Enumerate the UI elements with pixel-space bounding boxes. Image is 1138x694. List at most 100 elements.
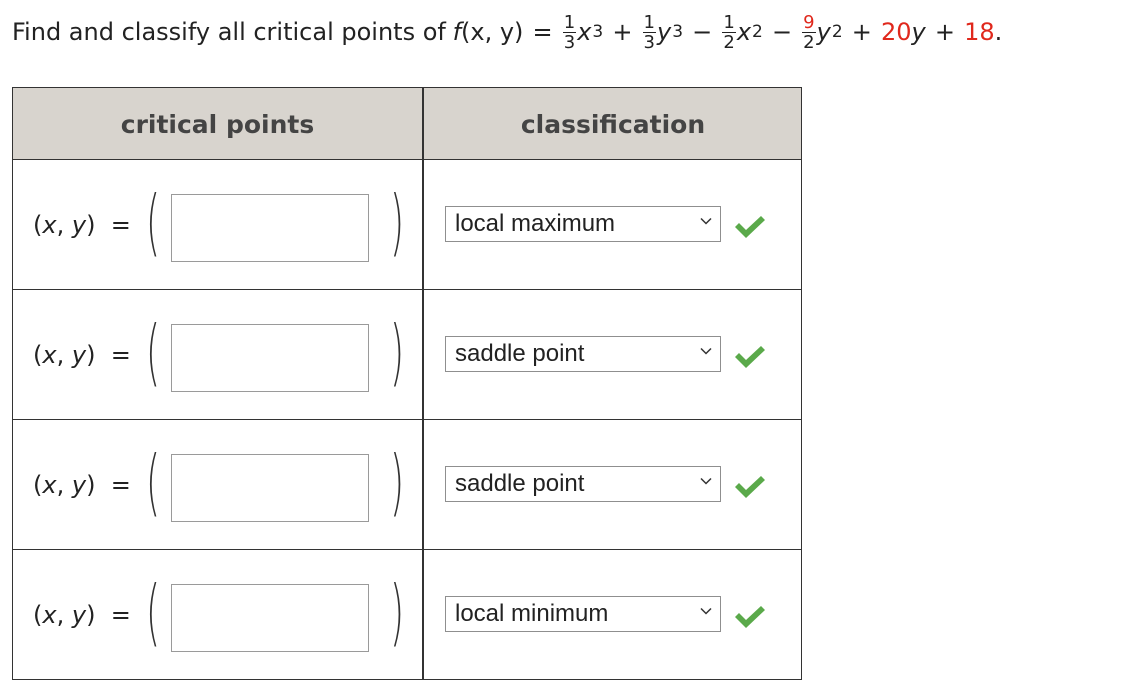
left-paren: ( [146, 180, 161, 264]
select-value: local maximum [455, 210, 616, 237]
critical-point-input[interactable] [171, 194, 369, 262]
label-close-paren: ) [86, 601, 96, 629]
header-classification: classification [520, 109, 706, 139]
term3-exponent: 2 [752, 22, 763, 42]
question-text: Find and classify all critical points of… [12, 0, 1002, 64]
equals-sign: = [532, 18, 553, 46]
term3-variable: x [736, 18, 752, 46]
chevron-down-icon [700, 607, 712, 615]
label-open-paren: ( [33, 211, 43, 239]
checkmark-icon [735, 606, 765, 628]
term1-variable: x [577, 18, 592, 46]
chevron-down-icon [700, 477, 712, 485]
label-y: y [71, 601, 87, 629]
label-equals: = [110, 471, 131, 499]
column-divider [422, 88, 424, 679]
classification-select[interactable]: saddle point [445, 466, 721, 502]
function-name: f [452, 18, 462, 46]
fraction-denominator: 3 [562, 31, 577, 53]
operator: + [612, 18, 633, 46]
point-label: (x, y) = [33, 590, 131, 640]
point-label: (x, y) = [33, 200, 131, 250]
fraction-numerator: 9 [803, 11, 815, 33]
label-equals: = [110, 601, 131, 629]
label-open-paren: ( [33, 471, 43, 499]
term4-variable: y [816, 18, 831, 46]
label-x: x [42, 601, 57, 629]
table-row: (x, y) = ( ) local minimum [13, 550, 801, 680]
term2-exponent: 3 [672, 22, 684, 42]
label-comma: , [56, 471, 65, 499]
chevron-down-icon [700, 217, 712, 225]
fraction-numerator: 1 [563, 11, 576, 33]
select-value: local minimum [455, 600, 609, 627]
operator: − [771, 18, 793, 46]
term5-variable: y [911, 18, 926, 46]
fraction-numerator: 1 [723, 11, 735, 33]
chevron-down-icon [700, 347, 712, 355]
table-header: critical points classification [13, 88, 801, 160]
critical-point-input[interactable] [171, 454, 369, 522]
fraction-numerator: 1 [643, 11, 655, 33]
label-comma: , [56, 341, 65, 369]
label-equals: = [110, 211, 131, 239]
table-row: (x, y) = ( ) saddle point [13, 290, 801, 420]
term2-variable: y [657, 18, 672, 46]
label-equals: = [110, 341, 131, 369]
critical-point-input[interactable] [171, 324, 369, 392]
label-y: y [71, 211, 87, 239]
table-row: (x, y) = ( ) saddle point [13, 420, 801, 550]
classification-select[interactable]: saddle point [445, 336, 721, 372]
table-row: (x, y) = ( ) local maximum [13, 160, 801, 290]
fraction-term1: 1 3 [562, 11, 577, 53]
label-x: x [42, 471, 57, 499]
operator: + [934, 18, 955, 46]
label-open-paren: ( [33, 601, 43, 629]
left-paren: ( [146, 310, 161, 394]
label-x: x [42, 211, 57, 239]
checkmark-icon [735, 346, 765, 368]
fraction-term2: 1 3 [642, 11, 656, 53]
label-y: y [71, 471, 87, 499]
point-label: (x, y) = [33, 330, 131, 380]
left-paren: ( [146, 440, 161, 524]
label-close-paren: ) [86, 341, 96, 369]
operator: + [851, 18, 872, 46]
operator: − [692, 18, 713, 46]
fraction-term4: 9 2 [802, 11, 816, 53]
label-comma: , [56, 211, 65, 239]
period: . [994, 18, 1003, 46]
function-args: (x, y) [461, 18, 524, 46]
checkmark-icon [735, 476, 765, 498]
select-value: saddle point [455, 340, 585, 367]
point-label: (x, y) = [33, 460, 131, 510]
critical-points-table: critical points classification (x, y) = … [12, 87, 802, 680]
checkmark-icon [735, 216, 765, 238]
label-y: y [71, 341, 87, 369]
left-paren: ( [146, 570, 161, 654]
fraction-denominator: 3 [642, 31, 656, 53]
question-prefix: Find and classify all critical points of [12, 18, 446, 46]
classification-select[interactable]: local maximum [445, 206, 721, 242]
label-x: x [42, 341, 57, 369]
label-close-paren: ) [86, 471, 96, 499]
fraction-denominator: 2 [802, 31, 816, 53]
classification-select[interactable]: local minimum [445, 596, 721, 632]
header-critical-points: critical points [120, 109, 315, 139]
right-paren: ) [390, 440, 405, 524]
constant-term: 18 [964, 18, 995, 46]
right-paren: ) [390, 180, 405, 264]
label-open-paren: ( [33, 341, 43, 369]
right-paren: ) [390, 570, 405, 654]
fraction-denominator: 2 [722, 31, 736, 53]
term5-coefficient: 20 [880, 18, 912, 46]
fraction-term3: 1 2 [722, 11, 736, 53]
label-close-paren: ) [86, 211, 96, 239]
critical-point-input[interactable] [171, 584, 369, 652]
right-paren: ) [390, 310, 405, 394]
select-value: saddle point [455, 470, 585, 497]
label-comma: , [56, 601, 65, 629]
term1-exponent: 3 [592, 22, 604, 42]
term4-exponent: 2 [831, 22, 843, 42]
